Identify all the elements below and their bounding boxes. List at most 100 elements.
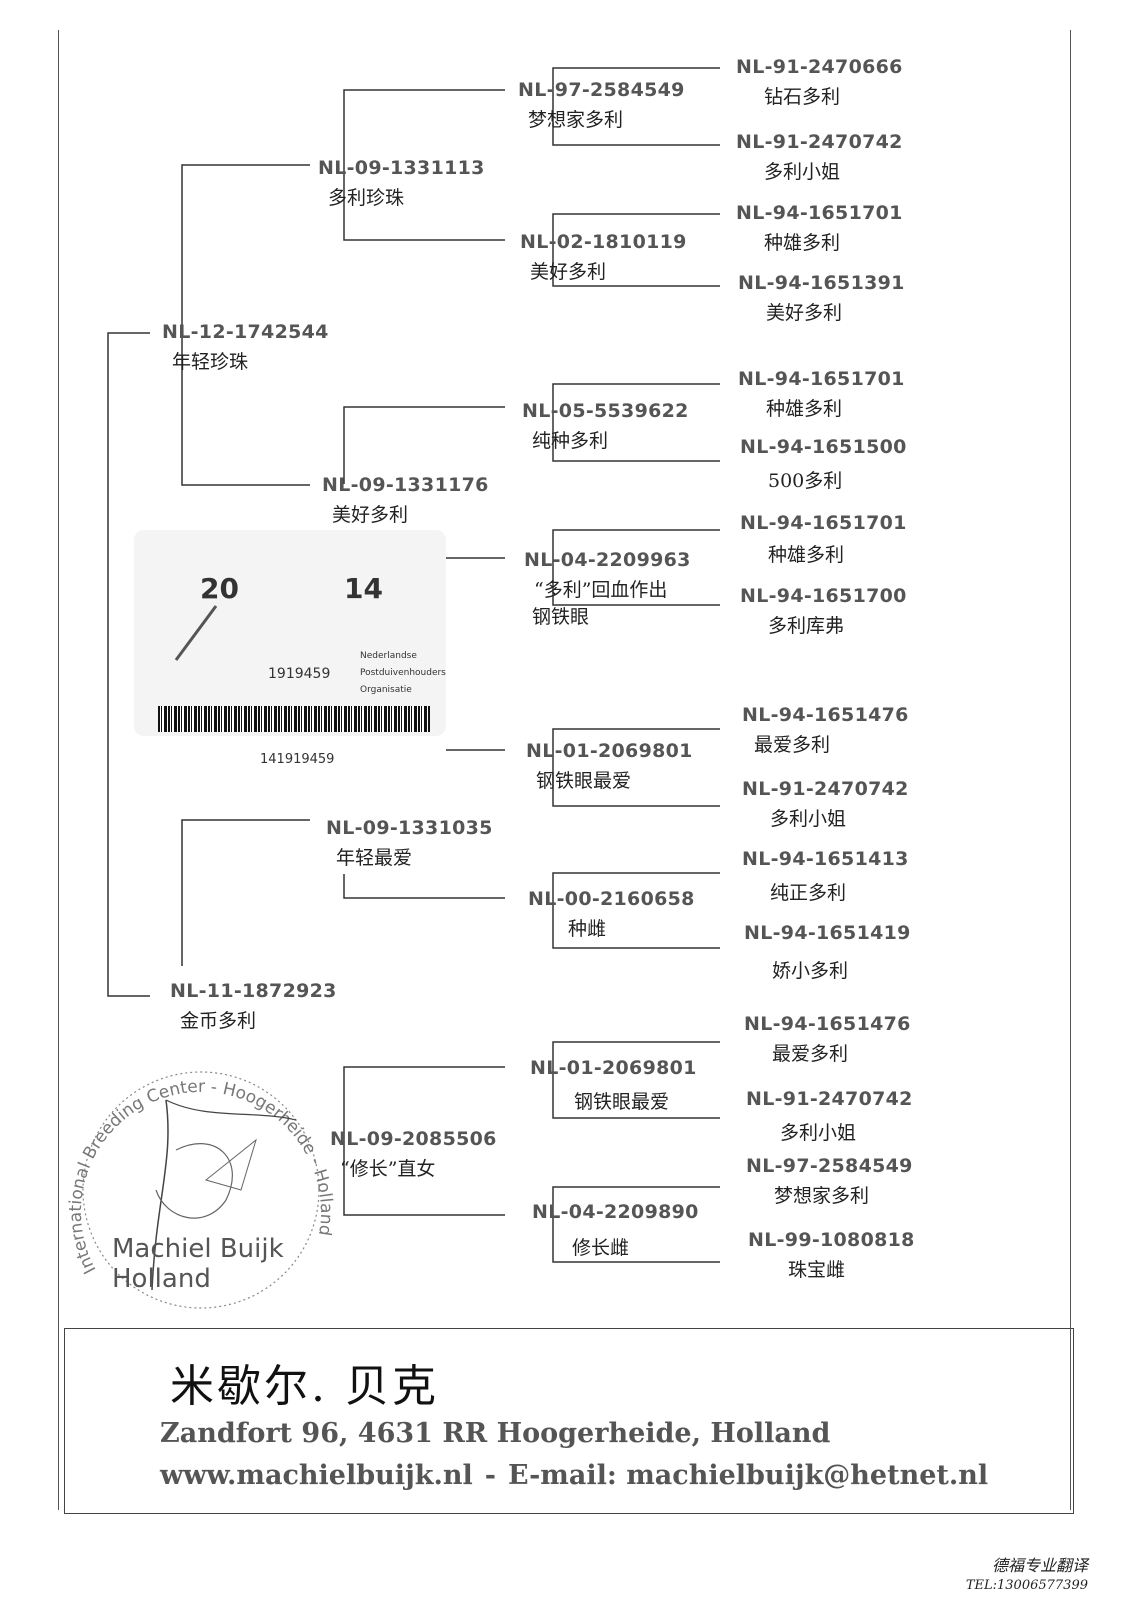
ring-year-right: 14 xyxy=(344,572,383,605)
pedigree-dds-id: NL-01-2069801 xyxy=(530,1057,697,1079)
pedigree-dsss: NL-94-1651476 最爱多利 xyxy=(742,704,909,757)
pedigree-dsdd: NL-94-1651419 娇小多利 xyxy=(744,922,911,983)
pedigree-sdds: NL-94-1651701 种雄多利 xyxy=(740,512,907,567)
pedigree-ddd-id: NL-04-2209890 xyxy=(532,1201,699,1223)
pedigree-ssds-id: NL-94-1651701 xyxy=(736,202,903,224)
pedigree-dss-name: 钢铁眼最爱 xyxy=(536,770,632,792)
bracket-gen4-3 xyxy=(552,383,720,462)
pedigree-sdds-name: 种雄多利 xyxy=(768,544,845,566)
pedigree-dsdd-name: 娇小多利 xyxy=(772,960,849,982)
pedigree-ssdd-id: NL-94-1651391 xyxy=(738,272,905,294)
bracket-gen4-8 xyxy=(552,1186,720,1263)
pedigree-ssds: NL-94-1651701 种雄多利 xyxy=(736,202,903,255)
pedigree-ddss: NL-94-1651476 最爱多利 xyxy=(744,1013,911,1066)
credit-line-1: 德福专业翻译 xyxy=(991,1556,1088,1575)
bracket-gen2-dam xyxy=(181,819,310,966)
pedigree-dd: NL-09-2085506 “修长”直女 xyxy=(330,1128,497,1181)
pedigree-ss-id: NL-09-1331113 xyxy=(318,157,485,179)
ring-org-line-2: Postduivenhouders xyxy=(360,668,446,678)
pedigree-ddsd: NL-91-2470742 多利小姐 xyxy=(746,1088,913,1145)
footer-separator: - xyxy=(484,1460,496,1491)
pedigree-dd-id: NL-09-2085506 xyxy=(330,1128,497,1150)
pedigree-dsss-id: NL-94-1651476 xyxy=(742,704,909,726)
pedigree-sdds-id: NL-94-1651701 xyxy=(740,512,907,534)
pedigree-sire-name: 年轻珍珠 xyxy=(172,351,249,373)
pedigree-ssss-id: NL-91-2470666 xyxy=(736,56,903,78)
ring-card: 20 14 1919459 Nederlandse Postduivenhoud… xyxy=(134,530,446,736)
pedigree-dss: NL-01-2069801 钢铁眼最爱 xyxy=(526,740,693,793)
bracket-gen4-6 xyxy=(552,872,720,949)
footer-email-link[interactable]: E-mail: machielbuijk@hetnet.nl xyxy=(508,1460,989,1491)
footer-website-link[interactable]: www.machielbuijk.nl xyxy=(160,1460,473,1491)
pedigree-sds-id: NL-05-5539622 xyxy=(522,400,689,422)
breeder-stamp-icon: International Breeding Center - Hoogerhe… xyxy=(66,1071,336,1309)
pedigree-ssds-name: 种雄多利 xyxy=(764,232,841,254)
barcode-number: 141919459 xyxy=(260,752,335,767)
pedigree-sssd: NL-91-2470742 多利小姐 xyxy=(736,131,903,184)
pedigree-dsd-id: NL-00-2160658 xyxy=(528,888,695,910)
frame-left-border xyxy=(58,30,59,1510)
pedigree-dd-name: “修长”直女 xyxy=(340,1158,436,1180)
pedigree-ddds-name: 梦想家多利 xyxy=(774,1185,870,1207)
pedigree-ssdd-name: 美好多利 xyxy=(766,302,843,324)
ring-organisation: Nederlandse Postduivenhouders Organisati… xyxy=(360,648,446,699)
ring-year-left: 20 xyxy=(200,572,239,605)
bracket-gen3-a xyxy=(343,89,505,241)
pedigree-dsds-name: 纯正多利 xyxy=(770,882,847,904)
pedigree-sds-name: 纯种多利 xyxy=(532,430,609,452)
pedigree-sss-id: NL-97-2584549 xyxy=(518,79,685,101)
footer-contact: www.machielbuijk.nl-E-mail: machielbuijk… xyxy=(160,1460,988,1491)
pedigree-dds-name: 钢铁眼最爱 xyxy=(574,1091,670,1113)
pedigree-ddsd-id: NL-91-2470742 xyxy=(746,1088,913,1110)
pedigree-sd-id: NL-09-1331176 xyxy=(322,474,489,496)
pedigree-ddds: NL-97-2584549 梦想家多利 xyxy=(746,1155,913,1208)
pedigree-ddsd-name: 多利小姐 xyxy=(780,1122,857,1144)
pedigree-dssd-name: 多利小姐 xyxy=(770,808,847,830)
pedigree-sddd-name: 多利库弗 xyxy=(768,615,845,637)
pedigree-sdss-name: 种雄多利 xyxy=(766,398,843,420)
bracket-gen2-sire xyxy=(181,164,310,486)
pedigree-ddd: NL-04-2209890 修长雌 xyxy=(532,1201,699,1260)
bracket-gen4-5 xyxy=(552,728,720,807)
pedigree-sdsd-id: NL-94-1651500 xyxy=(740,436,907,458)
pedigree-sss: NL-97-2584549 梦想家多利 xyxy=(518,79,685,132)
bracket-gen3-f xyxy=(343,1066,505,1216)
pedigree-sd: NL-09-1331176 美好多利 xyxy=(322,474,489,527)
pedigree-dsds-id: NL-94-1651413 xyxy=(742,848,909,870)
pedigree-dddd: NL-99-1080818 珠宝雌 xyxy=(748,1229,915,1282)
credit-line-2: TEL:13006577399 xyxy=(965,1578,1088,1593)
pedigree-sds: NL-05-5539622 纯种多利 xyxy=(522,400,689,453)
pedigree-dssd: NL-91-2470742 多利小姐 xyxy=(742,778,909,831)
pedigree-ssd-id: NL-02-1810119 xyxy=(520,231,687,253)
pedigree-dam: NL-11-1872923 金币多利 xyxy=(170,980,337,1033)
pedigree-sire: NL-12-1742544 年轻珍珠 xyxy=(162,321,329,374)
footer-breeder-name: 米歇尔. 贝克 xyxy=(170,1361,439,1412)
pedigree-dddd-name: 珠宝雌 xyxy=(788,1259,846,1281)
pedigree-dam-id: NL-11-1872923 xyxy=(170,980,337,1002)
pedigree-sire-id: NL-12-1742544 xyxy=(162,321,329,343)
pedigree-dsss-name: 最爱多利 xyxy=(754,734,831,756)
pedigree-ss-name: 多利珍珠 xyxy=(328,187,405,209)
pedigree-sdss-id: NL-94-1651701 xyxy=(738,368,905,390)
pedigree-sdd-name2: 钢铁眼 xyxy=(532,606,590,628)
pedigree-ssd-name: 美好多利 xyxy=(530,261,607,283)
pedigree-ssss-name: 钻石多利 xyxy=(764,86,841,108)
pedigree-dam-name: 金币多利 xyxy=(180,1010,257,1032)
pedigree-ds-name: 年轻最爱 xyxy=(336,847,413,869)
pedigree-sdsd-name: 500多利 xyxy=(768,470,843,492)
pedigree-sddd: NL-94-1651700 多利库弗 xyxy=(740,585,907,638)
pedigree-dssd-id: NL-91-2470742 xyxy=(742,778,909,800)
pedigree-ddss-name: 最爱多利 xyxy=(772,1043,849,1065)
frame-right-border xyxy=(1070,30,1071,1510)
ring-pen-mark-icon xyxy=(174,605,218,661)
pedigree-dsdd-id: NL-94-1651419 xyxy=(744,922,911,944)
pedigree-sss-name: 梦想家多利 xyxy=(528,109,624,131)
pedigree-dsd-name: 种雌 xyxy=(568,918,607,940)
pedigree-ssd: NL-02-1810119 美好多利 xyxy=(520,231,687,284)
pedigree-sd-name: 美好多利 xyxy=(332,504,409,526)
pedigree-sssd-id: NL-91-2470742 xyxy=(736,131,903,153)
pedigree-dds: NL-01-2069801 钢铁眼最爱 xyxy=(530,1057,697,1114)
pedigree-sdd-id: NL-04-2209963 xyxy=(524,549,691,571)
pedigree-dsds: NL-94-1651413 纯正多利 xyxy=(742,848,909,905)
